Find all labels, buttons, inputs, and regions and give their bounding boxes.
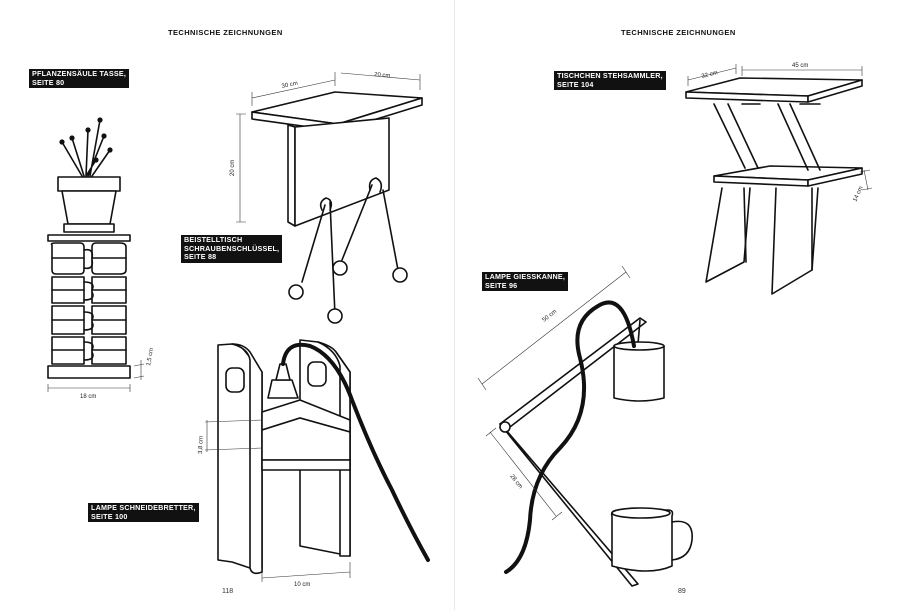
dim-lampe-width: 10 cm xyxy=(294,582,310,588)
dim-tischchen-depth: 32 cm xyxy=(701,70,718,80)
label-giesskanne: LAMPE GIESSKANNE, SEITE 96 xyxy=(482,272,569,292)
left-page-number: 118 xyxy=(222,588,234,595)
right-page-header: TECHNISCHE ZEICHNUNGEN xyxy=(621,28,736,37)
right-page-number: 89 xyxy=(678,588,686,595)
label-lampe-schneidebretter: LAMPE SCHNEIDEBRETTER, SEITE 100 xyxy=(88,503,199,523)
dim-tisch-width: 20 cm xyxy=(374,72,391,79)
dim-tischchen-shelf: 14 cm xyxy=(852,185,864,202)
dim-tisch-depth: 30 cm xyxy=(281,81,298,90)
dim-giess-upper: 50 cm xyxy=(542,309,559,324)
drawing-beistelltisch: 30 cm 20 cm 20 cm xyxy=(230,72,423,324)
label-tischchen: TISCHCHEN STEHSAMMLER, SEITE 104 xyxy=(554,71,666,91)
drawing-lampe-giesskanne: 50 cm 28 cm xyxy=(477,265,693,587)
dim-giess-lower: 28 cm xyxy=(508,474,523,491)
dim-lampe-shelf: 3,8 cm xyxy=(198,436,205,454)
dim-tischchen-width: 45 cm xyxy=(792,63,808,69)
drawing-pflanzensaeule: 18 cm 1,5 cm xyxy=(47,117,155,400)
dim-pflanz-base: 1,5 cm xyxy=(146,348,155,367)
label-pflanzensaeule: PFLANZENSÄULE TASSE, SEITE 80 xyxy=(29,69,130,89)
page-gutter xyxy=(454,0,455,610)
dim-tisch-height: 20 cm xyxy=(230,160,236,176)
drawing-lampe-schneidebretter: 3,8 cm 10 cm xyxy=(198,339,430,588)
dim-pflanz-width: 18 cm xyxy=(80,394,96,400)
label-beistelltisch: BEISTELLTISCH SCHRAUBENSCHLÜSSEL, SEITE … xyxy=(181,235,283,263)
drawing-tischchen-stehsammler: 32 cm 45 cm 14 cm xyxy=(685,63,873,295)
left-page-header: TECHNISCHE ZEICHNUNGEN xyxy=(168,28,283,37)
